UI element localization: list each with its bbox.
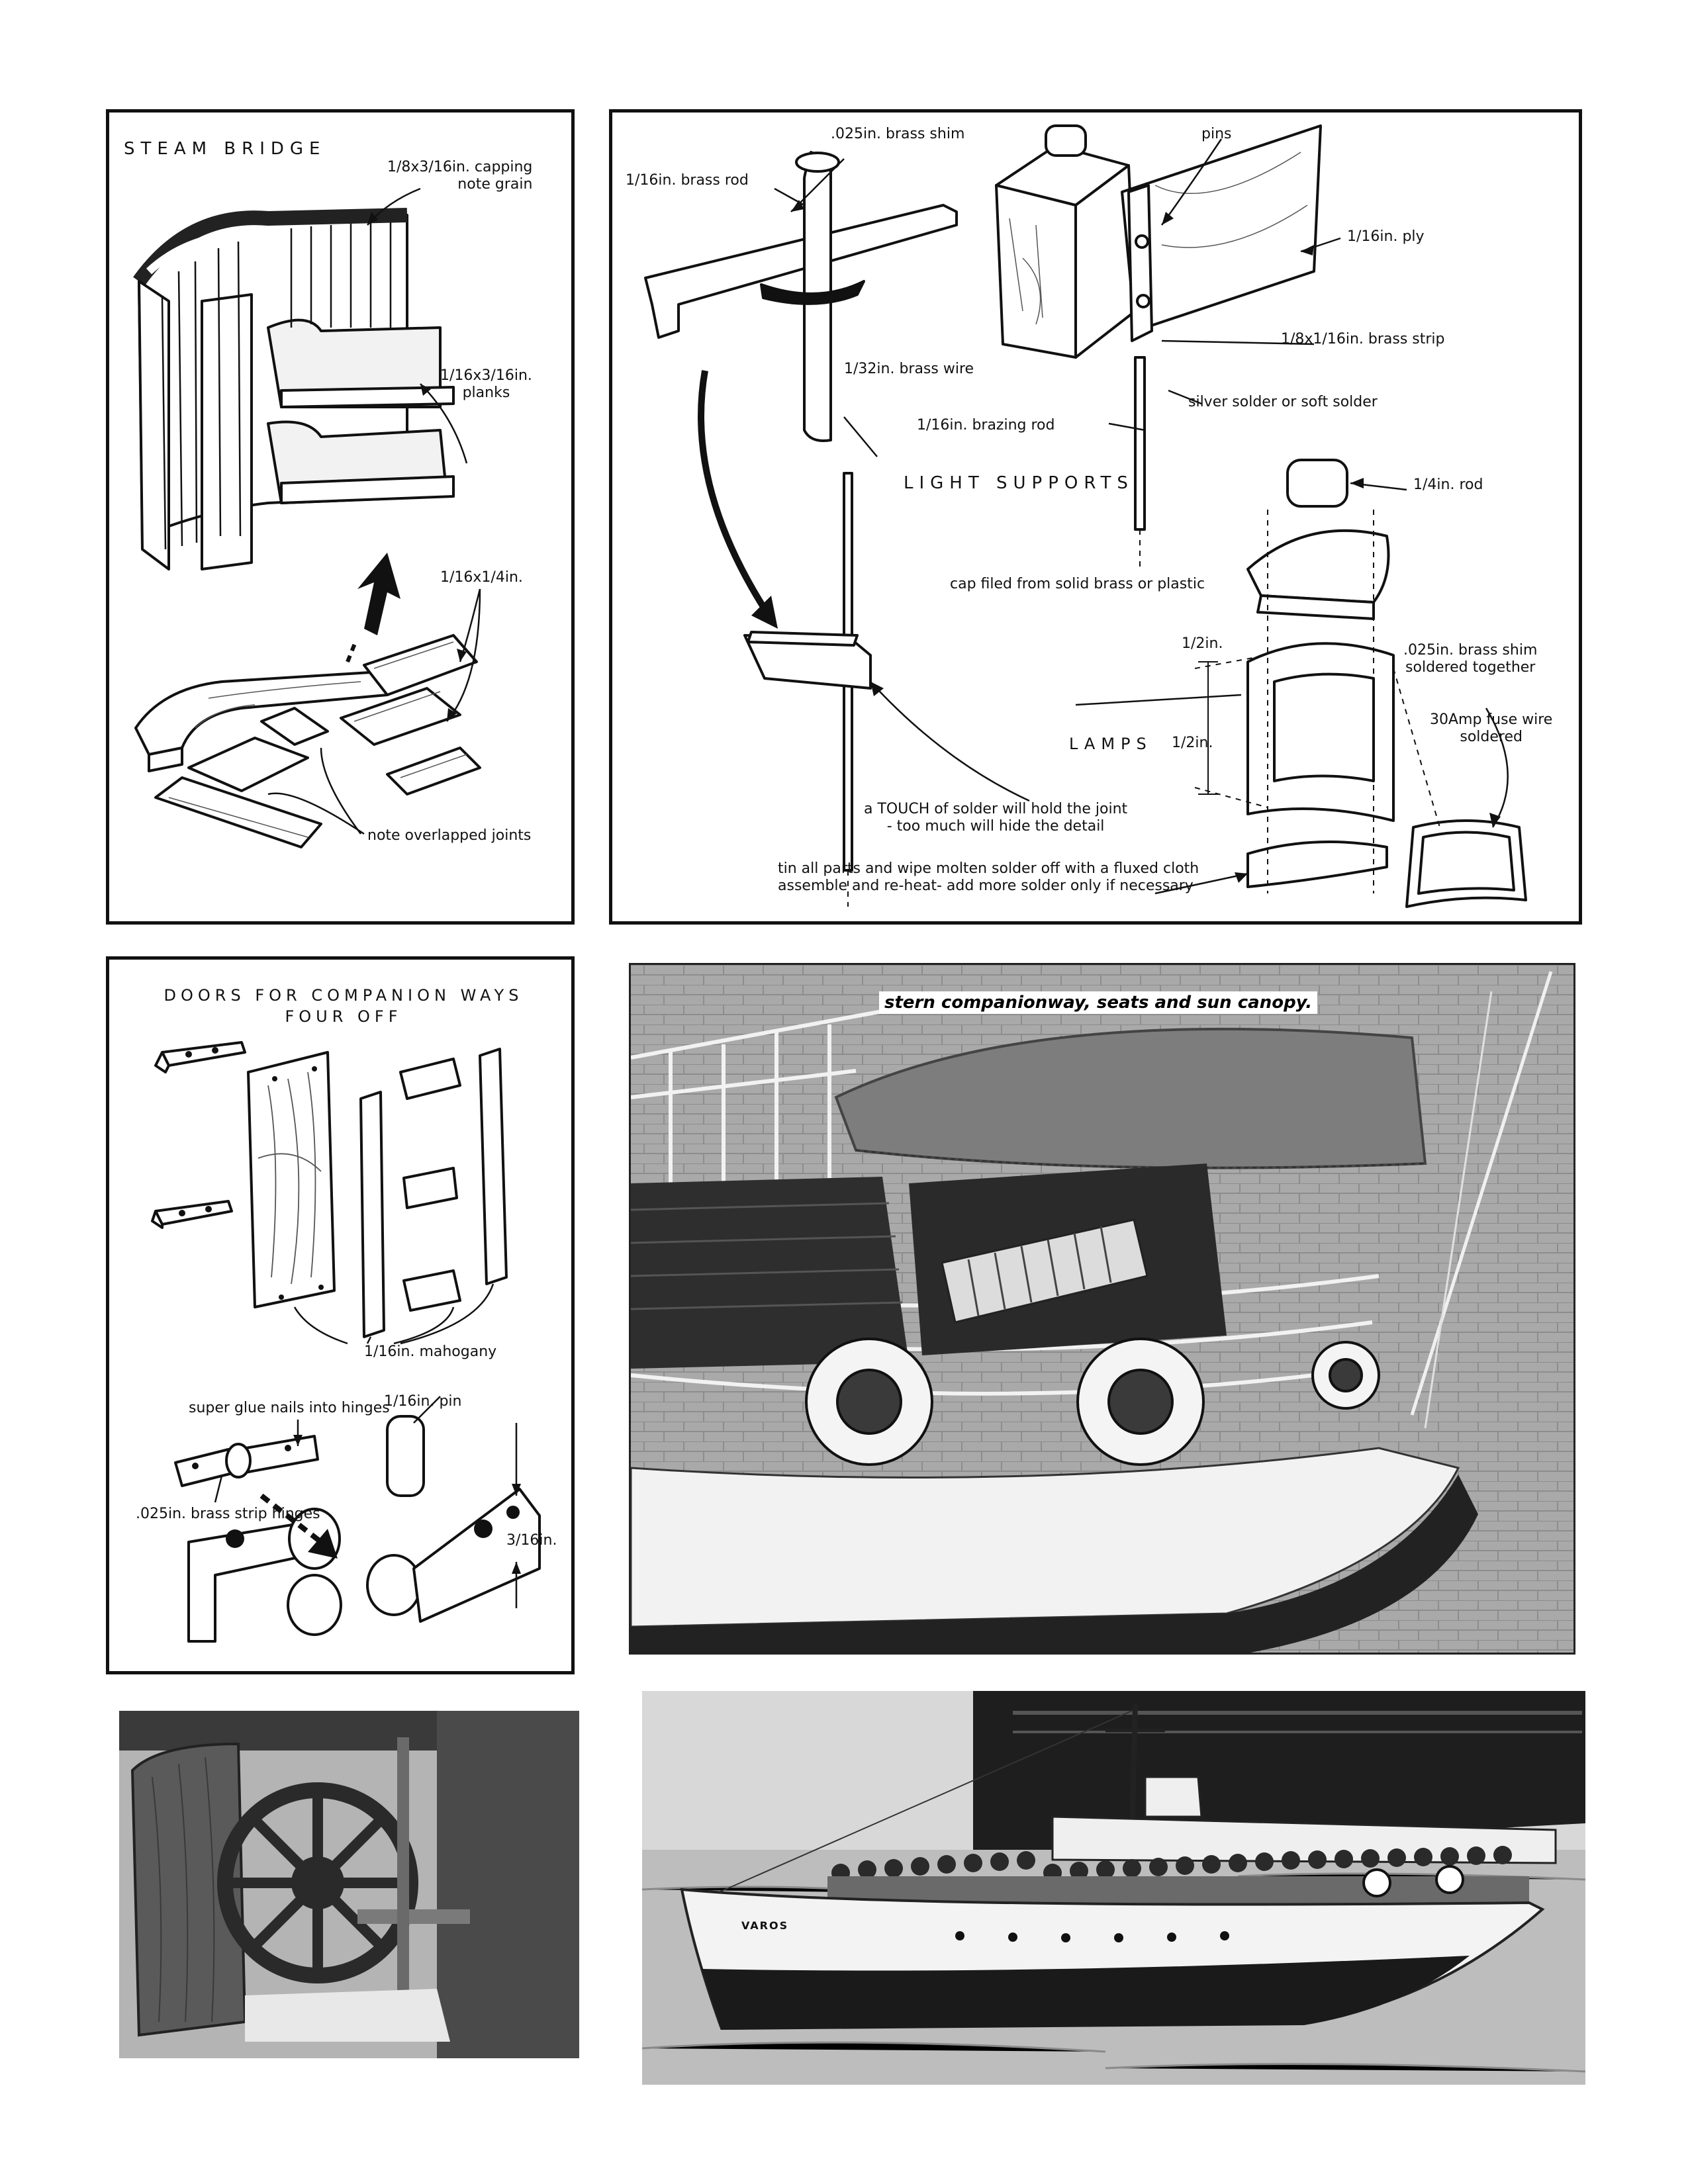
doors-title-line1: DOORS FOR COMPANION WAYS [164,986,524,1005]
light-supports-title: LIGHT SUPPORTS [904,473,1134,493]
steam-bridge-panel: STEAM BRIDGE [106,109,575,925]
doors-title-line2: FOUR OFF [285,1007,402,1026]
light-supports-panel: .025in. brass shim 1/16in. brass rod pin… [609,109,1582,925]
brass-strip-label: 1/8x1/16in. brass strip [1281,331,1445,347]
hinges-label: .025in. brass strip hinges [136,1506,320,1522]
wheel-photo-image [119,1711,579,2058]
rod-quarter-label: 1/4in. rod [1413,477,1483,493]
strip-label: 1/16x1/4in. [440,569,523,586]
joints-label: note overlapped joints [367,827,532,844]
ship-photo: VAROS [642,1691,1585,2085]
cap-label: cap filed from solid brass or plastic [950,576,1205,592]
mahogany-label: 1/16in. mahogany [364,1343,497,1360]
pin-label: 1/16in. pin [384,1393,462,1410]
ship-name: VAROS [741,1919,789,1932]
brass-shim-label: .025in. brass shim [831,126,965,142]
half-in-label-a: 1/2in. [1182,635,1223,652]
lamps-title: LAMPS [1069,735,1152,753]
ply-label: 1/16in. ply [1347,228,1425,245]
light-supports-drawing [644,124,1527,908]
half-in-label-b: 1/2in. [1172,735,1213,751]
ship-photo-image [642,1691,1585,2085]
doors-panel: DOORS FOR COMPANION WAYS FOUR OFF [106,956,575,1674]
steam-bridge-title: STEAM BRIDGE [124,139,326,159]
capping-label: 1/8x3/16in. capping note grain [387,159,533,193]
stern-photo: stern companionway, seats and sun canopy… [629,963,1575,1655]
brass-rod-label: 1/16in. brass rod [626,172,749,189]
thickness-label: 3/16in. [506,1532,557,1549]
super-glue-label: super glue nails into hinges [189,1400,390,1416]
doors-drawing [151,1041,541,1643]
tin-parts-label: tin all parts and wipe molten solder off… [778,860,1199,895]
wheel-photo [119,1711,579,2058]
planks-label: 1/16x3/16in. planks [440,367,532,402]
stern-photo-image [631,965,1573,1653]
brazing-rod-label: 1/16in. brazing rod [917,417,1055,433]
steam-bridge-drawing [133,187,481,848]
stern-photo-caption: stern companionway, seats and sun canopy… [879,991,1318,1014]
shim-soldered-label: .025in. brass shim soldered together [1403,642,1538,676]
solder-label: silver solder or soft solder [1188,394,1378,410]
pins-label: pins [1201,126,1232,142]
fuse-wire-label: 30Amp fuse wire soldered [1430,711,1553,746]
touch-solder-label: a TOUCH of solder will hold the joint - … [864,801,1128,835]
brass-wire-label: 1/32in. brass wire [844,361,974,377]
